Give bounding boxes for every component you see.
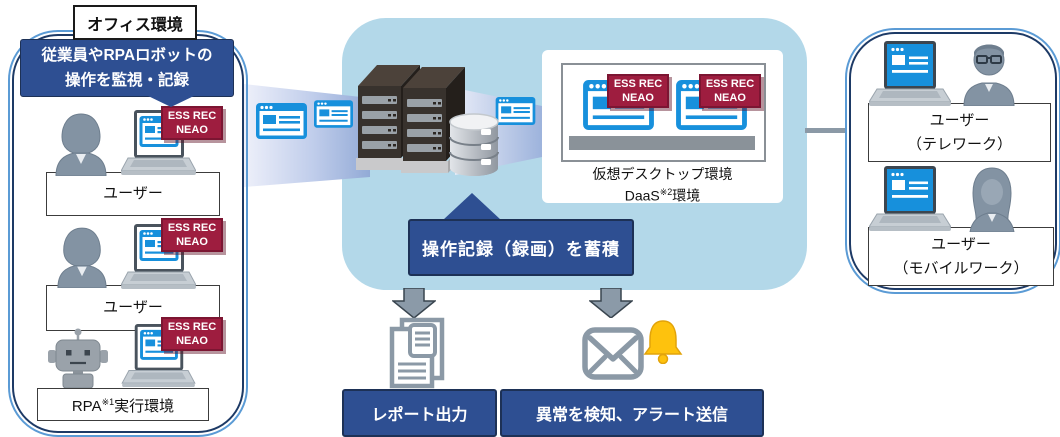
rpa-label: RPA※1実行環境 bbox=[37, 388, 209, 421]
monitor-record-callout-pointer bbox=[144, 94, 198, 107]
monitor-record-callout: 従業員やRPAロボットの 操作を監視・記録 bbox=[20, 39, 234, 97]
laptop-icon bbox=[869, 41, 951, 107]
callout-line1: 従業員やRPAロボットの bbox=[41, 47, 213, 64]
anomaly-alert-text: 異常を検知、アラート送信 bbox=[535, 407, 728, 424]
badge-line1: ESS REC bbox=[613, 78, 663, 90]
vdi-label: 仮想デスクトップ環境 DaaS※2環境 bbox=[542, 165, 783, 205]
storage-callout-pointer bbox=[443, 193, 501, 220]
hooded-user-icon bbox=[56, 226, 108, 288]
rpa-robot-icon bbox=[46, 328, 110, 388]
telework-label: ユーザー （テレワーク） bbox=[868, 103, 1051, 162]
vdi-label-line1: 仮想デスクトップ環境 bbox=[592, 166, 733, 182]
user1-label: ユーザー bbox=[46, 172, 220, 216]
telework-label-line1: ユーザー bbox=[929, 111, 990, 129]
office-env-title: オフィス環境 bbox=[73, 5, 197, 40]
mobilework-label-line2: （モバイルワーク） bbox=[893, 259, 1029, 277]
mobilework-label: ユーザー （モバイルワーク） bbox=[868, 227, 1054, 286]
app-window-icon bbox=[495, 97, 536, 125]
app-window-icon bbox=[314, 97, 353, 131]
alert-bell-icon bbox=[643, 318, 683, 364]
storage-callout: 操作記録（録画）を蓄積 bbox=[408, 219, 634, 276]
report-output-label: レポート出力 bbox=[342, 389, 497, 437]
ess-rec-neao-badge: ESS REC NEAO bbox=[699, 74, 761, 108]
app-window-icon bbox=[256, 103, 307, 139]
mobilework-label-line1: ユーザー bbox=[931, 235, 991, 253]
down-arrow-icon bbox=[392, 288, 436, 318]
vdi-taskbar bbox=[569, 136, 755, 150]
mail-envelope-icon bbox=[582, 327, 644, 380]
user1-label-text: ユーザー bbox=[103, 185, 163, 202]
callout-line2: 操作を監視・記録 bbox=[64, 72, 189, 89]
laptop-icon bbox=[869, 166, 951, 232]
report-document-icon bbox=[386, 316, 448, 390]
remote-group-box-inner bbox=[849, 32, 1057, 290]
vdi-label-line2: DaaS※2環境 bbox=[624, 187, 701, 204]
badge-line1: ESS REC bbox=[705, 78, 755, 90]
badge-line2: NEAO bbox=[714, 92, 746, 104]
anomaly-alert-label: 異常を検知、アラート送信 bbox=[500, 389, 764, 437]
user2-label-text: ユーザー bbox=[103, 299, 163, 316]
report-output-text: レポート出力 bbox=[371, 407, 468, 424]
badge-line2: NEAO bbox=[622, 92, 654, 104]
telework-label-line2: （テレワーク） bbox=[906, 135, 1012, 153]
telework-user-icon bbox=[960, 40, 1018, 106]
hooded-user-icon bbox=[54, 112, 108, 176]
rpa-label-text: RPA※1実行環境 bbox=[71, 397, 175, 415]
connector-line bbox=[805, 128, 847, 133]
office-env-title-text: オフィス環境 bbox=[87, 16, 183, 34]
database-icon bbox=[448, 112, 500, 178]
storage-callout-text: 操作記録（録画）を蓄積 bbox=[422, 240, 620, 259]
mobilework-user-icon bbox=[966, 166, 1018, 232]
down-arrow-icon bbox=[589, 288, 633, 318]
ess-rec-neao-badge: ESS REC NEAO bbox=[607, 74, 669, 108]
